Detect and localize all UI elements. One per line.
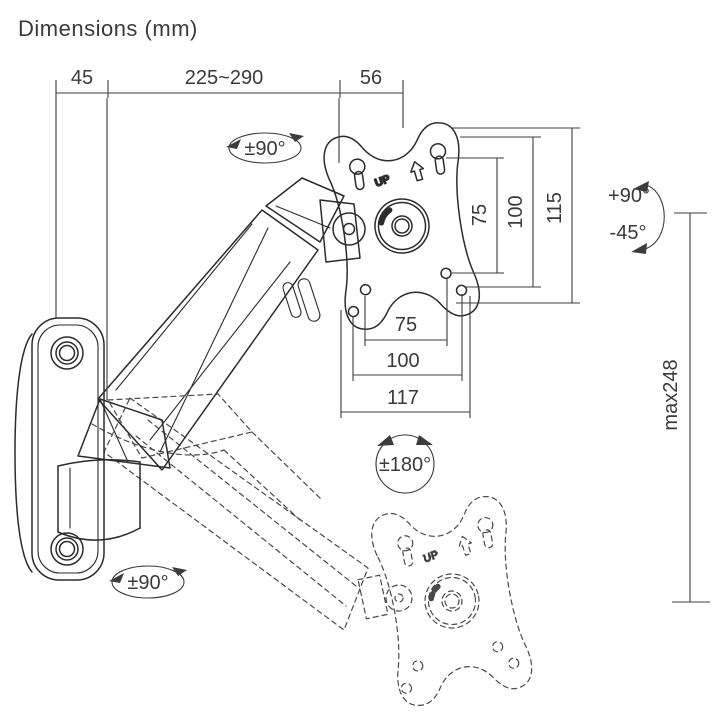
dim-vesa-v-100: 100 (505, 195, 527, 228)
mount-screw-hole-top (50, 336, 84, 370)
tilt-arrow-icon (633, 181, 649, 192)
dim-vesa-v-75: 75 (469, 204, 491, 226)
rotation-annotations: ±90° +90° -45° ±180° ±90° (109, 132, 665, 599)
dim-head-depth: 56 (360, 67, 382, 89)
swivel-arrow-icon (109, 573, 124, 583)
dim-plate-height: 115 (544, 192, 566, 224)
head-cap (265, 177, 345, 243)
ghost-pivot (385, 584, 413, 612)
tilt-annotation: +90° -45° (608, 181, 665, 254)
base-swivel-annotation: ±90° (109, 565, 187, 599)
dim-top-chain (55, 80, 404, 400)
dimension-annotations: 45 225~290 56 75 100 115 (55, 67, 710, 603)
head-bracket (319, 199, 361, 263)
tilt-up-label: +90° (608, 185, 650, 207)
dim-wall-offset: 45 (71, 67, 93, 89)
wall-mount-plate (14, 317, 105, 581)
gas-spring-arm (97, 209, 319, 471)
plate-inner-edge (37, 324, 99, 574)
dim-vesa-h-100: 100 (386, 350, 419, 372)
dim-max-drop (672, 212, 710, 603)
ghost-arm-lowered (91, 393, 413, 631)
mount-screw-hole-bottom (50, 532, 84, 566)
base-swivel-label: ±90° (127, 572, 168, 594)
dim-vesa-horizontal (340, 278, 471, 418)
plate-side-face (14, 333, 33, 573)
ghost-pivot-hole (394, 593, 404, 603)
tilt-pivot-hole (342, 222, 356, 236)
page-title: Dimensions (mm) (18, 16, 198, 41)
dim-max-drop-label: max248 (660, 359, 682, 430)
tilt-arrow-icon (631, 243, 647, 254)
head-swivel-annotation: ±90° (226, 132, 304, 164)
cable-clip (282, 282, 302, 318)
dim-plate-width: 117 (387, 387, 419, 409)
swivel-arrow-icon (289, 133, 304, 142)
plate-rotation-annotation: ±180° (375, 434, 435, 494)
dim-vesa-vertical (446, 127, 580, 304)
ghost-vesa-plate (368, 493, 535, 708)
hinge-drum (57, 459, 141, 467)
plate-body (31, 317, 105, 581)
tilt-down-label: -45° (610, 222, 647, 244)
hinge-assembly (57, 398, 171, 541)
arm-body (97, 209, 319, 471)
head-joint (265, 177, 366, 322)
swivel-arrow-icon (226, 139, 241, 149)
ghost-head-block (357, 574, 389, 620)
hinge-wedge (77, 398, 171, 469)
dim-vesa-h-75: 75 (395, 314, 417, 336)
tilt-pivot (332, 212, 366, 246)
head-swivel-label: ±90° (244, 138, 285, 160)
rotate-arrow-icon (377, 435, 394, 446)
cable-clip (297, 278, 321, 322)
rotate-arrow-icon (416, 435, 433, 445)
plate-rotation-label: ±180° (379, 454, 431, 476)
swivel-arrow-icon (172, 567, 187, 576)
dim-arm-reach: 225~290 (185, 67, 263, 89)
